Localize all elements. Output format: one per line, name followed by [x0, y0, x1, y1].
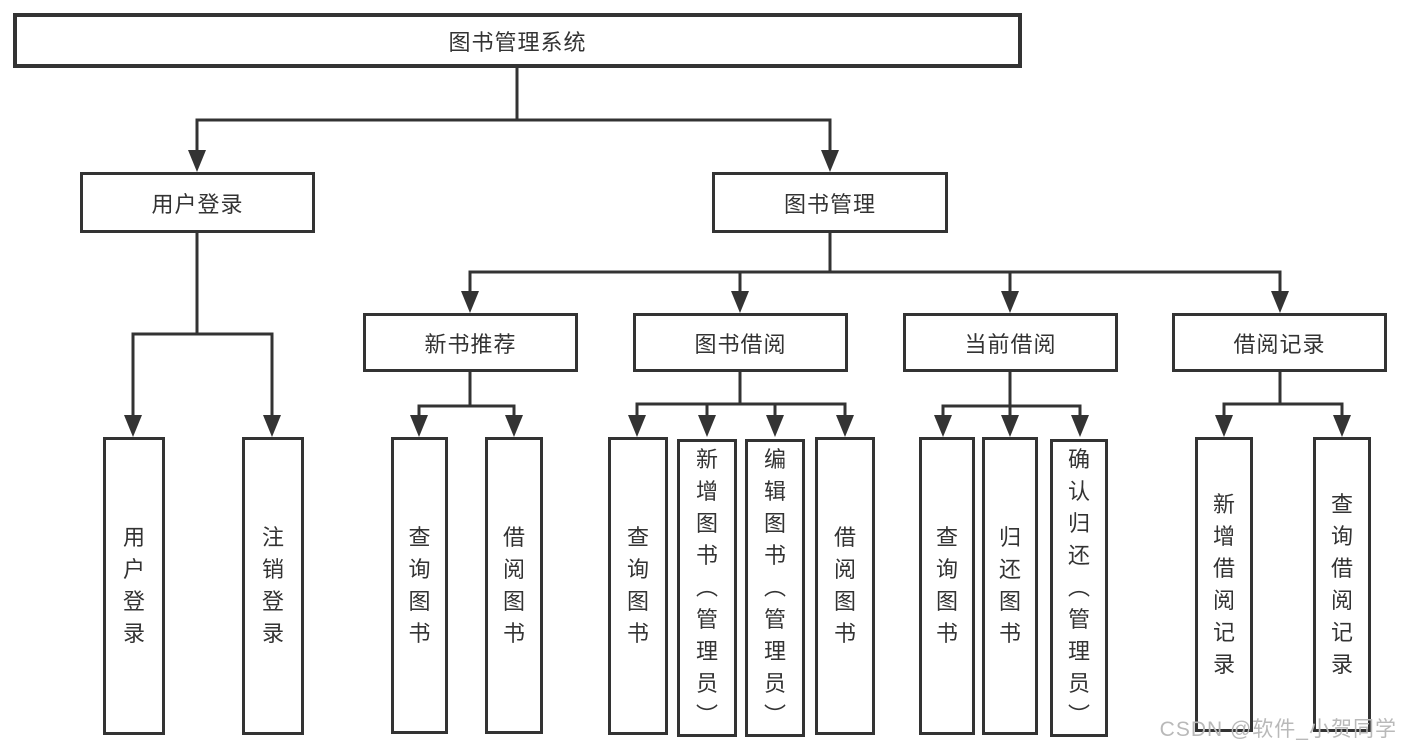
node-library-system: 图书管理系统: [13, 13, 1022, 68]
arrowhead: [461, 291, 479, 313]
node-query-borrow-record: 查 询 借 阅 记 录: [1313, 437, 1371, 732]
arrowhead: [188, 150, 206, 172]
node-current-borrowing: 当前借阅: [903, 313, 1118, 372]
arrowhead: [731, 291, 749, 313]
node-add-borrow-record: 新 增 借 阅 记 录: [1195, 437, 1253, 732]
connector-book-borrowing: [635, 372, 847, 417]
connector-current-borrowing: [941, 372, 1082, 417]
node-borrow-books-1: 借 阅 图 书: [485, 437, 543, 734]
arrowhead: [410, 415, 428, 437]
connector-user-login: [131, 233, 274, 417]
arrowhead: [505, 415, 523, 437]
arrowhead: [124, 415, 142, 437]
arrowhead: [1333, 415, 1351, 437]
node-query-books-3: 查 询 图 书: [919, 437, 975, 735]
node-logout: 注 销 登 录: [242, 437, 304, 735]
node-borrow-books-2: 借 阅 图 书: [815, 437, 875, 735]
arrowhead: [934, 415, 952, 437]
node-query-books-1: 查 询 图 书: [391, 437, 448, 734]
arrowhead: [1071, 415, 1089, 437]
node-new-book-recommendation: 新书推荐: [363, 313, 578, 372]
arrowhead: [836, 415, 854, 437]
watermark: CSDN @软件_小贺同学: [1159, 718, 1397, 741]
node-return-books: 归 还 图 书: [982, 437, 1038, 735]
node-borrowing-records: 借阅记录: [1172, 313, 1387, 372]
node-book-borrowing: 图书借阅: [633, 313, 848, 372]
node-edit-books-admin: 编 辑 图 书 ︵ 管 理 员 ︶: [745, 439, 805, 737]
arrowhead: [628, 415, 646, 437]
arrowhead: [698, 415, 716, 437]
node-query-books-2: 查 询 图 书: [608, 437, 668, 735]
node-user-login-leaf: 用 户 登 录: [103, 437, 165, 735]
arrowhead: [1271, 291, 1289, 313]
connector-new-book-recommendation: [417, 372, 516, 417]
arrowhead: [821, 150, 839, 172]
arrowhead: [263, 415, 281, 437]
node-user-login: 用户登录: [80, 172, 315, 233]
arrowhead: [1001, 291, 1019, 313]
arrowhead: [1215, 415, 1233, 437]
node-confirm-return-admin: 确 认 归 还 ︵ 管 理 员 ︶: [1050, 439, 1108, 737]
arrowhead: [766, 415, 784, 437]
node-add-books-admin: 新 增 图 书 ︵ 管 理 员 ︶: [677, 439, 737, 737]
connector-root: [195, 68, 832, 152]
arrowhead: [1001, 415, 1019, 437]
node-book-management: 图书管理: [712, 172, 948, 233]
connector-borrowing-records: [1222, 372, 1344, 417]
connector-book-management: [468, 233, 1282, 293]
